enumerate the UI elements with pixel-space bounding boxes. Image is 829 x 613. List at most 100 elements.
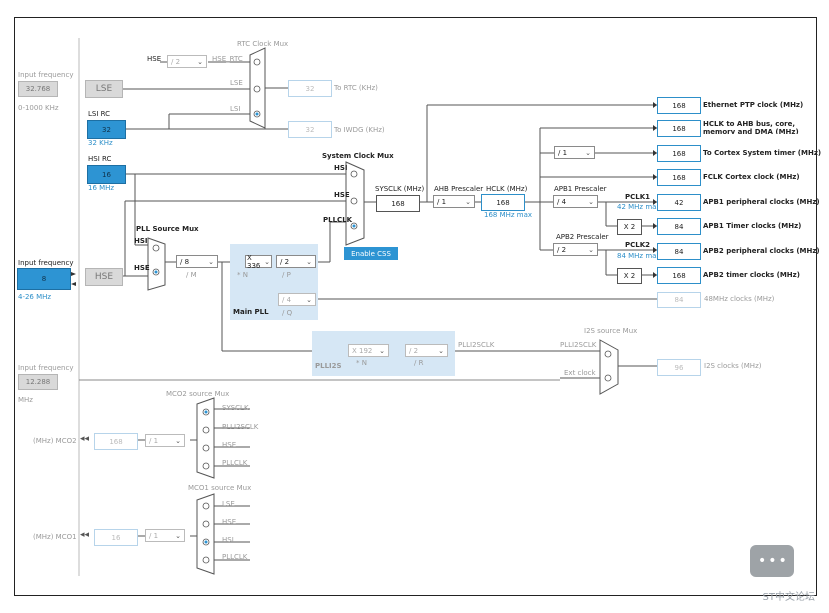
i2s-output-value: 96 — [657, 359, 701, 376]
rtc-output-value: 32 — [288, 80, 332, 97]
mco2-in-pllclk: PLLCLK — [222, 459, 248, 467]
sysclk-label: SYSCLK (MHz) — [375, 185, 425, 193]
pll-q-label: / Q — [282, 309, 293, 317]
hse-source-box: HSE — [85, 268, 123, 286]
lse-input-label: Input frequency — [18, 71, 74, 79]
i2s-unit: MHz — [18, 396, 33, 404]
i2s-mux-in-plli2sclk: PLLI2SCLK — [560, 341, 597, 349]
pll-mux-hse-label: HSE — [134, 264, 150, 272]
hclk-value[interactable]: 168 — [481, 194, 525, 211]
apb2-prescaler-label: APB2 Prescaler — [556, 233, 609, 241]
rtc-hse-divider-value: / 2 — [171, 57, 181, 66]
chevron-down-icon: ⌄ — [306, 295, 312, 304]
pll-q-divider-select[interactable]: / 4⌄ — [278, 293, 316, 306]
lse-frequency-input[interactable]: 32.768 — [18, 81, 58, 97]
pll-source-mux-title: PLL Source Mux — [136, 225, 199, 233]
pll-p-value: / 2 — [280, 257, 290, 266]
output-fclk-value: 168 — [657, 169, 701, 186]
pll-n-value: X 336 — [247, 253, 261, 270]
sysmux-hse-label: HSE — [334, 191, 350, 199]
lsi-label: LSI RC — [88, 110, 111, 118]
mco2-in-sysclk: SYSCLK — [222, 404, 249, 412]
hclk-label: HCLK (MHz) — [486, 185, 528, 193]
apb2-prescaler-value: / 2 — [557, 245, 567, 254]
lse-source-box: LSE — [85, 80, 123, 98]
plli2s-label: PLLI2S — [315, 362, 342, 370]
mco1-divider-select[interactable]: / 1⌄ — [145, 529, 185, 542]
chevron-down-icon: ⌄ — [208, 257, 214, 266]
mco1-divider-value: / 1 — [149, 531, 159, 540]
mco1-arrow-icon: ◂◂ — [80, 530, 90, 540]
pll-m-label: / M — [186, 271, 197, 279]
chevron-down-icon: ⌄ — [588, 245, 594, 254]
pclk2-label: PCLK2 — [625, 241, 651, 249]
output-apb2-periph-label: APB2 peripheral clocks (MHz) — [703, 247, 820, 255]
chevron-down-icon: ⌄ — [379, 346, 385, 355]
rtc-lsi-label: LSI — [230, 105, 241, 113]
system-clock-mux-title: System Clock Mux — [322, 152, 394, 160]
ahb-prescaler-select[interactable]: / 1⌄ — [433, 195, 475, 208]
pll-m-divider-select[interactable]: / 8 ⌄ — [176, 255, 218, 268]
mco1-in-hse: HSE — [222, 518, 237, 526]
pll-p-label: / P — [282, 271, 291, 279]
apb1-prescaler-select[interactable]: / 4 ⌄ — [553, 195, 598, 208]
chevron-down-icon: ⌄ — [585, 148, 591, 157]
plli2s-r-divider-select[interactable]: / 2 ⌄ — [405, 344, 448, 357]
mco1-in-lse: LSE — [222, 500, 235, 508]
cortex-timer-divider-select[interactable]: / 1⌄ — [554, 146, 595, 159]
plli2s-n-label: * N — [356, 359, 367, 367]
enable-css-button[interactable]: Enable CSS — [344, 247, 398, 260]
usb-48mhz-label: 48MHz clocks (MHz) — [704, 295, 775, 303]
chevron-down-icon: ⌄ — [588, 197, 594, 206]
hsi-label: HSI RC — [88, 155, 112, 163]
mco1-in-pllclk: PLLCLK — [222, 553, 248, 561]
mco2-mux-title: MCO2 source Mux — [166, 390, 230, 398]
hsi-unit: 16 MHz — [88, 184, 115, 192]
apb1-prescaler-label: APB1 Prescaler — [554, 185, 607, 193]
pll-p-divider-select[interactable]: / 2 ⌄ — [276, 255, 316, 268]
output-cortex-timer-label: To Cortex System timer (MHz) — [703, 149, 822, 157]
chevron-down-icon: ⌄ — [264, 257, 270, 266]
chevron-down-icon: ⌄ — [197, 57, 203, 66]
chevron-down-icon: ⌄ — [438, 346, 444, 355]
rtc-hse-rtc-label: HSE_RTC — [212, 55, 243, 63]
i2s-frequency-input[interactable]: 12.288 — [18, 374, 58, 390]
lse-range: 0-1000 KHz — [18, 104, 59, 112]
output-ethernet-ptp-value: 168 — [657, 97, 701, 114]
mco1-mux-title: MCO1 source Mux — [188, 484, 252, 492]
chat-bubble-icon: ••• — [750, 545, 794, 577]
output-hclk-ahb-value: 168 — [657, 120, 701, 137]
pclk1-max: 42 MHz max — [617, 203, 661, 211]
output-cortex-timer-value: 168 — [657, 145, 701, 162]
hse-frequency-input[interactable]: 8 — [17, 268, 71, 290]
plli2s-n-multiplier-select[interactable]: X 192⌄ — [348, 344, 389, 357]
rtc-mux-title: RTC Clock Mux — [237, 40, 289, 48]
pll-m-value: / 8 — [180, 257, 190, 266]
rtc-hse-divider-select[interactable]: / 2 ⌄ — [167, 55, 207, 68]
apb1-prescaler-value: / 4 — [557, 197, 567, 206]
pll-n-multiplier-select[interactable]: X 336⌄ — [245, 253, 272, 270]
rtc-hse-label: HSE — [147, 55, 162, 63]
ahb-prescaler-label: AHB Prescaler — [434, 185, 484, 193]
mco2-output-label: (MHz) MCO2 — [33, 437, 77, 445]
pclk1-label: PCLK1 — [625, 193, 651, 201]
iwdg-output-value: 32 — [288, 121, 332, 138]
chevron-down-icon: ⌄ — [465, 197, 471, 206]
output-hclk-ahb-label: HCLK to AHB bus, core, memory and DMA (M… — [703, 120, 799, 134]
mco2-output-value: 168 — [94, 433, 138, 450]
chevron-down-icon: ⌄ — [306, 257, 312, 266]
apb2-prescaler-select[interactable]: / 2 ⌄ — [553, 243, 598, 256]
mco2-divider-select[interactable]: / 1⌄ — [145, 434, 185, 447]
usb-48mhz-value: 84 — [657, 292, 701, 308]
hse-input-label: Input frequency — [18, 259, 74, 267]
plli2sclk-label: PLLI2SCLK — [458, 341, 495, 349]
output-apb2-timer-label: APB2 timer clocks (MHz) — [703, 271, 800, 279]
hse-range: 4-26 MHz — [18, 293, 52, 301]
mco2-arrow-icon: ◂◂ — [80, 434, 90, 444]
output-apb2-periph-value: 84 — [657, 243, 701, 260]
plli2s-r-value: / 2 — [409, 346, 419, 355]
pll-n-label: * N — [237, 271, 248, 279]
watermark-text: ST中文论坛 — [762, 592, 815, 603]
hclk-max: 168 MHz max — [484, 211, 533, 219]
